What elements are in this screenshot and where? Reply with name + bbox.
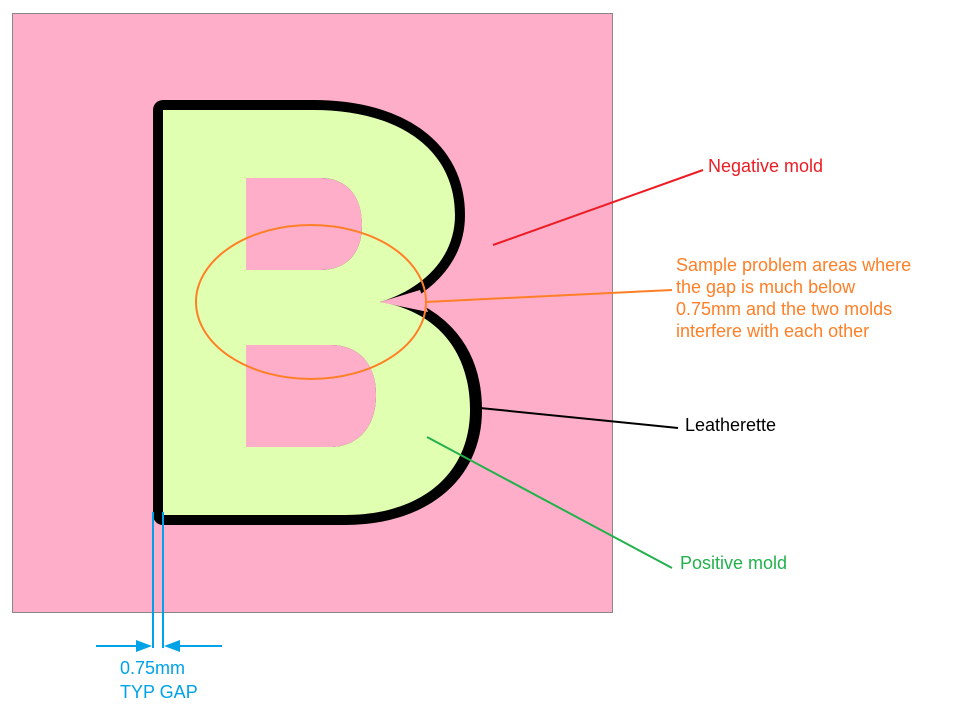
leatherette-label: Leatherette (685, 415, 777, 435)
problem-areas-line: Sample problem areas where (676, 255, 912, 275)
gap-dimension (96, 512, 222, 652)
problem-areas-label: Sample problem areas where the gap is mu… (676, 254, 911, 342)
upper-hole (246, 178, 362, 270)
notch (380, 290, 428, 312)
lower-hole (246, 345, 376, 447)
problem-areas-line: 0.75mm and the two molds (676, 299, 893, 319)
problem-areas-line: interfere with each other (676, 321, 870, 341)
problem-area-leader (424, 289, 673, 303)
negative-mold-leader (492, 169, 704, 246)
positive-mold-leader (426, 436, 673, 569)
positive-mold-label: Positive mold (680, 553, 788, 573)
gap-note-label: TYP GAP (120, 682, 198, 702)
leatherette-leader (479, 407, 679, 429)
gap-value-label: 0.75mm (120, 658, 186, 678)
problem-areas-line: the gap is much below (676, 277, 856, 297)
negative-mold-label: Negative mold (708, 156, 824, 176)
positive-mold-letter-b (163, 110, 470, 515)
